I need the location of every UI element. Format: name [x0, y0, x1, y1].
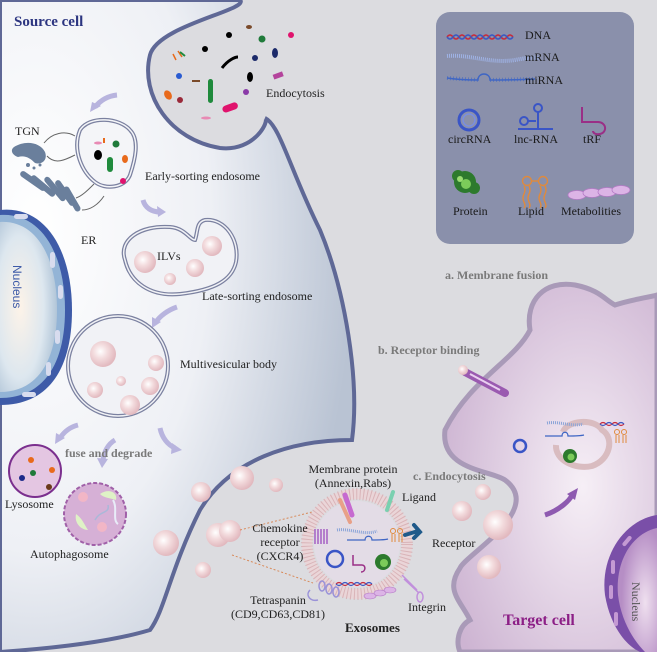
tetraspanin-label: Tetraspanin (CD9,CD63,CD81) [228, 593, 328, 622]
exosomes-title: Exosomes [345, 620, 400, 635]
tetraspanin-label-line2: (CD9,CD63,CD81) [230, 606, 325, 621]
source-cell-title: Source cell [14, 14, 84, 30]
membrane-protein-label: Membrane protein (Annexin,Rabs) [298, 462, 408, 491]
early-sorting-endosome [75, 117, 138, 189]
chemokine-label-line3: (CXCR4) [256, 548, 304, 563]
er-label: ER [81, 233, 97, 247]
lysosome-label: Lysosome [5, 497, 54, 511]
membrane-protein-label-line2: (Annexin,Rabs) [314, 475, 392, 490]
integrin-label: Integrin [408, 600, 446, 614]
autophagosome [63, 482, 127, 546]
legend-label-lncrna: lnc-RNA [514, 132, 558, 146]
chemokine-label-line2: receptor [260, 534, 300, 549]
arrow-mvb-to-autophagosome [100, 437, 117, 461]
legend-label-protein: Protein [453, 204, 488, 218]
tgn-label: TGN [15, 124, 40, 138]
endocytosed-cargo [164, 25, 294, 120]
target-cell-title: Target cell [503, 612, 575, 629]
mvb-label: Multivesicular body [180, 357, 277, 371]
exosome-detail [231, 488, 424, 603]
dna-icon [446, 34, 514, 40]
endocytosis-uptake-label: c. Endocytosis [413, 469, 486, 483]
ilvs-label: ILVs [157, 249, 181, 263]
chemokine-label-line1: Chemokine [252, 521, 308, 535]
trf-icon [581, 107, 606, 136]
legend-label-trf: tRF [583, 132, 602, 146]
mirna-icon [446, 73, 536, 81]
legend-label-mirna: miRNA [525, 73, 564, 87]
lysosome [8, 444, 62, 498]
late-endosome-label: Late-sorting endosome [202, 289, 313, 303]
integrin [401, 574, 424, 603]
early-endosome-label: Early-sorting endosome [145, 169, 260, 183]
membrane-fusion-label: a. Membrane fusion [445, 268, 548, 282]
ligand-label: Ligand [402, 490, 436, 504]
source-nucleus-label: Nucleus [10, 265, 24, 309]
multivesicular-body [66, 314, 170, 418]
receptor-binding-vesicle [458, 365, 509, 397]
tetraspanin [307, 580, 340, 602]
trafficking-arrows [43, 132, 105, 211]
ligand [385, 490, 395, 512]
chemokine-receptor [314, 529, 328, 544]
circrna-icon [457, 108, 481, 132]
tetraspanin-label-line1: Tetraspanin [250, 593, 306, 607]
metabolites-icon [567, 185, 631, 200]
legend-label-lipid: Lipid [518, 204, 544, 218]
target-nucleus [604, 515, 657, 652]
membrane-protein-label-line1: Membrane protein [308, 462, 398, 476]
membrane-protein [342, 492, 355, 518]
tgn-organelle [11, 142, 46, 170]
chemokine-receptor-label: Chemokine receptor (CXCR4) [245, 521, 315, 563]
legend-label-mrna: mRNA [525, 50, 560, 64]
target-internalized-cargo [512, 419, 627, 518]
fuse-degrade-label: fuse and degrade [65, 446, 153, 460]
protein-icon [452, 170, 480, 194]
late-sorting-endosome [121, 217, 239, 297]
lncrna-icon [518, 103, 553, 130]
er-organelle [20, 171, 81, 212]
autophagosome-label: Autophagosome [30, 547, 109, 561]
source-nucleus [0, 209, 72, 405]
released-exosomes [153, 466, 513, 579]
mrna-icon [446, 53, 541, 63]
legend-label-circrna: circRNA [448, 132, 492, 146]
receptor-protein [403, 523, 423, 540]
legend-label-metabolites: Metabolities [561, 204, 621, 218]
receptor-binding-label: b. Receptor binding [378, 343, 480, 357]
endocytosis-label: Endocytosis [266, 86, 325, 100]
target-nucleus-label: Nucleus [629, 582, 643, 622]
lipid-icon [521, 175, 549, 209]
legend-label-dna: DNA [525, 28, 551, 42]
legend-box [436, 12, 634, 244]
receptor-label: Receptor [432, 536, 476, 550]
